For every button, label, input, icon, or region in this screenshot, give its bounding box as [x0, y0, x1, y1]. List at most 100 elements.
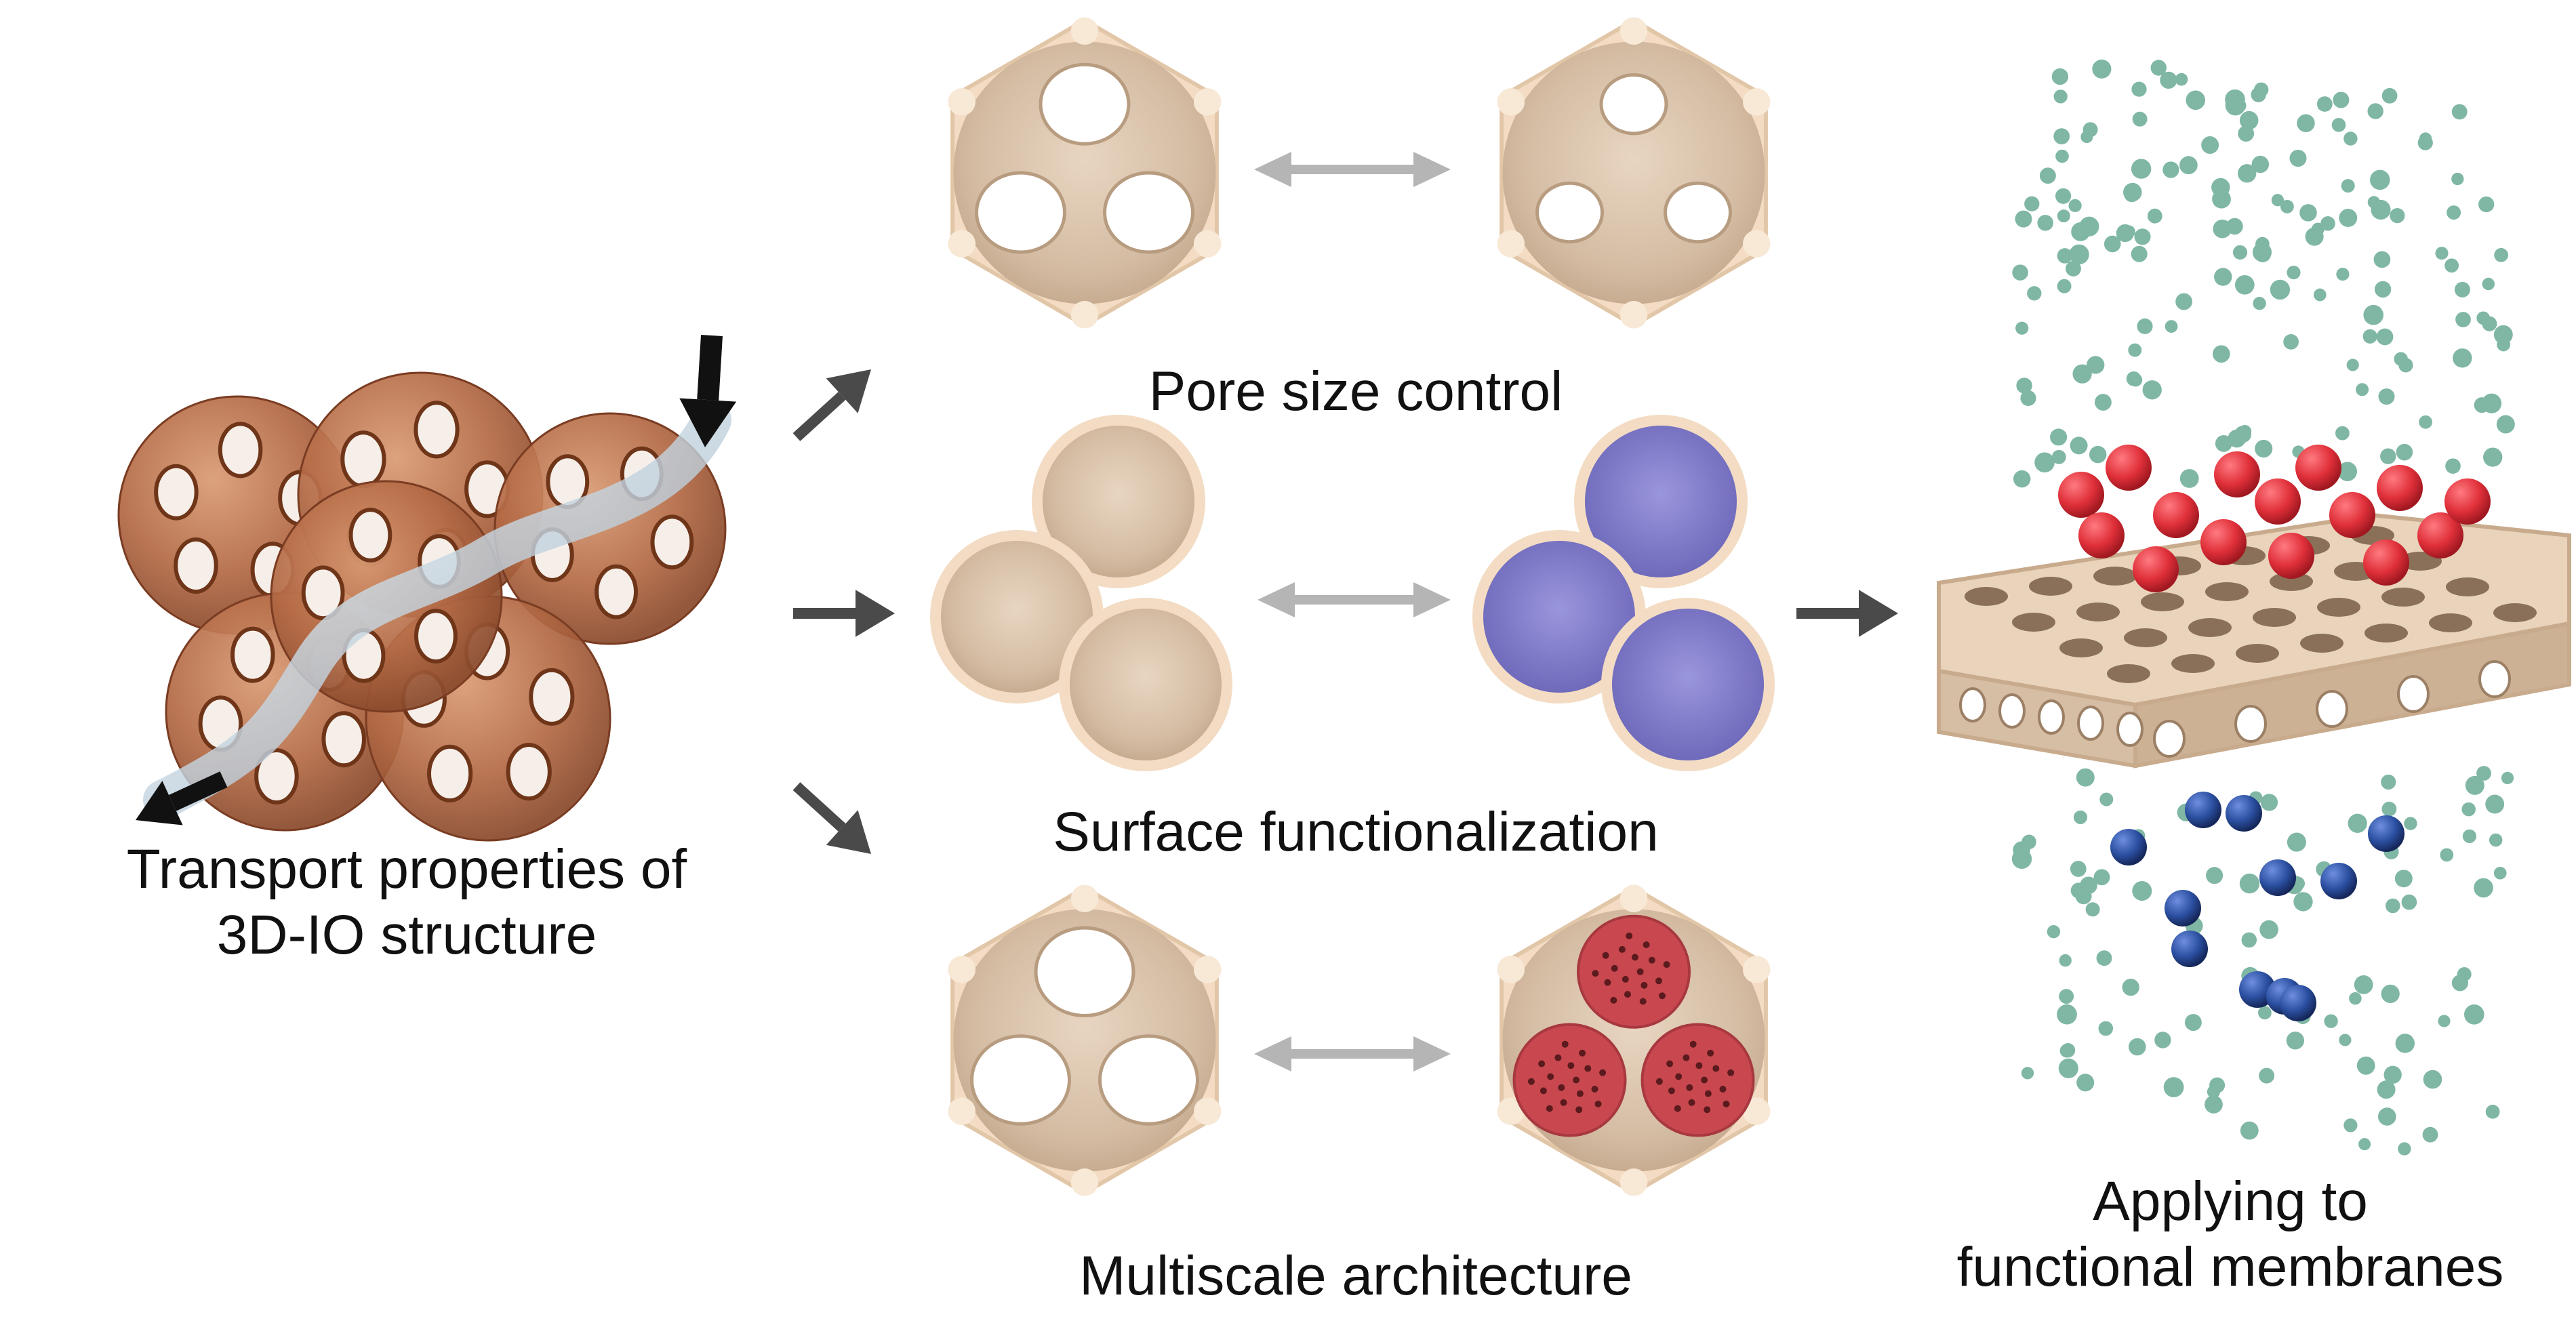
copper-pore: [254, 748, 299, 804]
nanopore-dot: [1704, 1106, 1711, 1114]
small-molecule: [2142, 380, 2162, 400]
small-molecule: [2093, 869, 2110, 886]
copper-io-structure: [117, 335, 737, 842]
copper-pore: [218, 422, 263, 478]
small-molecule: [2069, 244, 2089, 265]
small-molecule: [2445, 458, 2461, 474]
cell-notch: [1742, 956, 1771, 983]
small-molecule: [2337, 462, 2358, 481]
pore-opening: [1039, 62, 1131, 146]
membrane-pore: [1965, 587, 2008, 606]
cell-notch: [948, 956, 976, 983]
small-molecule: [2367, 103, 2383, 119]
pore-opening: [1599, 73, 1668, 136]
small-molecule: [2179, 469, 2199, 488]
small-molecule: [2483, 447, 2503, 467]
arrow-shaft: [697, 335, 723, 401]
copper-pore: [414, 609, 458, 664]
flow-arrows: [792, 152, 1898, 1072]
small-molecule: [2435, 247, 2449, 260]
cell-notch: [1070, 884, 1099, 913]
small-molecule: [2212, 189, 2231, 209]
small-molecule: [2461, 802, 2476, 817]
membrane-side-pore: [1959, 687, 1986, 722]
double-arrow-head-left: [1254, 152, 1291, 187]
red-porous-patch: [1512, 1023, 1627, 1137]
cell-notch: [1742, 1097, 1771, 1125]
nanopore-dot: [1546, 1105, 1553, 1112]
copper-pore: [301, 565, 345, 621]
membrane-illustration: [1937, 59, 2571, 1156]
small-molecule: [2339, 209, 2358, 227]
small-molecule: [2012, 264, 2028, 281]
small-molecule: [2346, 359, 2359, 371]
small-molecule: [2238, 164, 2257, 183]
rejected-particle: [2106, 445, 2152, 491]
small-molecule: [2021, 1067, 2034, 1080]
nanopore-dot: [1618, 945, 1626, 953]
rejected-particle: [2058, 472, 2104, 518]
small-molecule: [2465, 775, 2484, 795]
small-molecule: [2254, 245, 2272, 262]
membrane-side-pore: [2478, 660, 2511, 698]
small-molecule: [2239, 110, 2259, 130]
nanopore-dot: [1579, 1049, 1586, 1057]
pore-size-label: Pore size control: [1148, 361, 1563, 422]
small-molecule: [2485, 1104, 2500, 1119]
applying-label: Applying to functional membranes: [1885, 1169, 2576, 1301]
small-molecule: [2179, 156, 2198, 175]
small-molecule: [2493, 325, 2513, 344]
multiscale-cell-plain: [948, 884, 1222, 1196]
nanopore-dot: [1727, 1069, 1735, 1076]
pore-cell-large: [948, 17, 1222, 329]
small-molecule: [2059, 954, 2072, 967]
nanopore-dot: [1611, 964, 1618, 972]
small-molecule: [2271, 194, 2285, 207]
small-molecule: [2154, 1032, 2171, 1048]
multiscale-cell-hierarchical: [1497, 884, 1771, 1196]
small-molecule: [2047, 925, 2061, 939]
copper-pore: [529, 668, 575, 726]
small-molecule: [2463, 1004, 2484, 1025]
small-molecule: [2335, 426, 2350, 441]
nanopore-dot: [1723, 1100, 1730, 1107]
nanopore-dot: [1604, 979, 1611, 986]
nanopore-dot: [1558, 1084, 1565, 1091]
nanopore-dot: [1701, 1076, 1708, 1084]
small-molecule: [2251, 87, 2266, 102]
membrane-pore: [2059, 638, 2103, 657]
nanopore-dot: [1631, 954, 1638, 961]
small-molecule: [2398, 1142, 2411, 1156]
double-arrow-head-left: [1254, 1036, 1291, 1072]
small-molecule: [2089, 445, 2107, 464]
permeated-particle: [2171, 931, 2208, 967]
permeated-particle: [2110, 829, 2147, 865]
membrane-slab: [1937, 512, 2571, 769]
small-molecule: [2175, 73, 2188, 86]
nanopore-dot: [1561, 1040, 1569, 1048]
nanopore-dot: [1592, 970, 1599, 977]
small-molecule: [2454, 281, 2470, 298]
rejected-particle: [2153, 492, 2199, 538]
flow-arrow-icon: [792, 369, 871, 441]
small-molecule: [2451, 104, 2468, 120]
small-molecule: [2066, 260, 2081, 277]
pore-opening: [1664, 181, 1732, 244]
cell-notch: [948, 88, 976, 116]
small-molecule: [2241, 932, 2257, 948]
small-molecule: [2481, 393, 2502, 413]
small-molecule: [2349, 992, 2362, 1005]
applying-label-line-2: functional membranes: [1956, 1236, 2504, 1298]
nanopore-dot: [1584, 1065, 1592, 1072]
small-molecule: [2070, 436, 2088, 455]
small-molecule: [2394, 870, 2413, 888]
small-molecule: [2293, 892, 2313, 912]
small-molecule: [2451, 172, 2464, 186]
small-molecule: [2099, 792, 2114, 807]
small-molecule: [2076, 1074, 2095, 1092]
small-molecule: [2394, 352, 2408, 366]
small-molecule: [2286, 1032, 2305, 1050]
small-molecule: [2214, 268, 2232, 286]
small-molecule: [2039, 167, 2056, 184]
rejected-particle: [2214, 451, 2260, 497]
